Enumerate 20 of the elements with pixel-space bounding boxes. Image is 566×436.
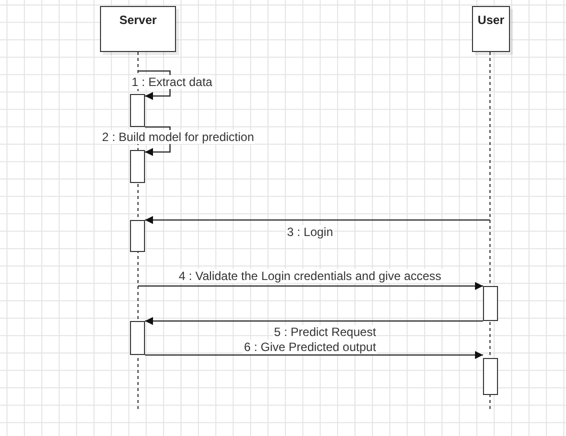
activation-bar <box>130 94 145 127</box>
lifeline-header-box <box>472 6 510 52</box>
message-arrow <box>145 351 483 359</box>
activation-bar <box>130 321 145 355</box>
participant-name: User <box>476 13 506 27</box>
message-arrow <box>138 282 483 290</box>
activation-bar <box>483 358 498 395</box>
lifeline-header-box <box>100 6 176 52</box>
edge-label: 4 : Validate the Login credentials and give access <box>178 269 442 283</box>
participant-name: Server <box>118 13 158 27</box>
message-arrow <box>145 317 483 325</box>
activation-bar <box>130 220 145 252</box>
edge-label: 6 : Give Predicted output <box>242 340 378 354</box>
activation-bar <box>130 150 145 183</box>
edge-label: 1 : Extract data <box>130 75 214 89</box>
message-arrow <box>145 216 490 224</box>
activation-bar <box>483 286 498 321</box>
edge-label: 5 : Predict Request <box>272 325 378 339</box>
edge-label: 3 : Login <box>286 225 334 239</box>
edge-label: 2 : Build model for prediction <box>100 130 256 144</box>
